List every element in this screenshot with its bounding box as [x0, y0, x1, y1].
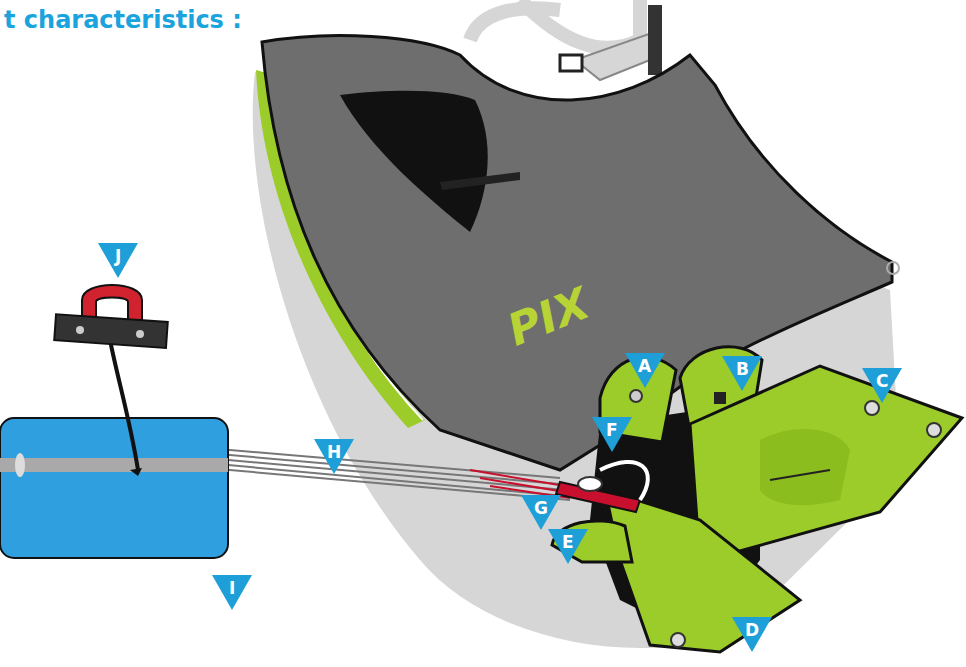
callout-letter: H — [327, 444, 341, 461]
callout-letter: I — [229, 580, 235, 597]
callout-triangle — [722, 356, 762, 391]
callout-letter: B — [736, 361, 749, 378]
callout-triangle — [314, 439, 354, 474]
callout-triangle — [592, 417, 632, 452]
callout-triangle — [521, 495, 561, 530]
callout-letter: D — [745, 622, 759, 639]
callout-letter: C — [876, 373, 888, 390]
callout-triangle — [732, 617, 772, 652]
callout-letter: F — [606, 422, 618, 439]
heading: t characteristics : — [4, 6, 242, 34]
callout-triangle — [862, 368, 902, 403]
callout-triangle — [625, 353, 665, 388]
callout-letter: J — [115, 248, 121, 265]
callout-triangle — [98, 243, 138, 278]
callout-letter: G — [534, 500, 548, 517]
callout-letter: A — [638, 358, 651, 375]
callout-triangle — [548, 529, 588, 564]
callout-triangle — [212, 575, 252, 610]
callout-letter: E — [562, 534, 574, 551]
